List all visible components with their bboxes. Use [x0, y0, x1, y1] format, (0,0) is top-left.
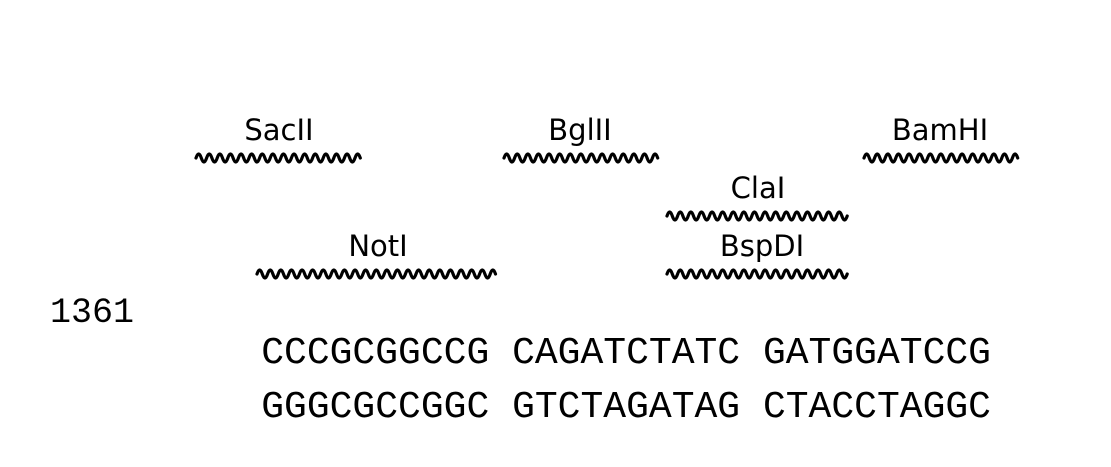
bottom-strand-block-1: GGGCGCCGGC — [261, 386, 490, 429]
enzyme-label-bamhi: BamHI — [891, 113, 989, 147]
bottom-strand-block-3: CTACCTAGGC — [762, 386, 991, 429]
enzyme-label-noti: NotI — [348, 229, 408, 263]
bottom-strand: GGGCGCCGGC GTCTAGATAG CTACCTAGGC — [170, 351, 991, 465]
enzyme-label-clai: ClaI — [730, 171, 786, 205]
enzyme-label-sacii: SacII — [244, 113, 314, 147]
top-strand: CCCGCGGCCG CAGATCTATC GATGGATCCG — [170, 297, 991, 411]
noti-site-wave — [255, 268, 498, 280]
top-strand-block-2: CAGATCTATC — [512, 332, 741, 375]
sequence-position-number: 1361 — [50, 293, 135, 333]
bspdi-site-wave — [665, 268, 849, 280]
bglii-site-wave — [502, 152, 660, 164]
restriction-map: SacII BglII BamHI ClaI NotI BspDI 1361 C… — [50, 113, 1020, 427]
top-strand-block-1: CCCGCGGCCG — [261, 332, 490, 375]
recognition-site-underlines — [194, 152, 1020, 280]
top-strand-block-3: GATGGATCCG — [762, 332, 991, 375]
enzyme-label-bglii: BglII — [548, 113, 612, 147]
bamhi-site-wave — [862, 152, 1020, 164]
enzyme-label-bspdi: BspDI — [719, 229, 805, 263]
sacii-site-wave — [194, 152, 362, 164]
clai-site-wave — [665, 210, 849, 222]
bottom-strand-block-2: GTCTAGATAG — [512, 386, 741, 429]
